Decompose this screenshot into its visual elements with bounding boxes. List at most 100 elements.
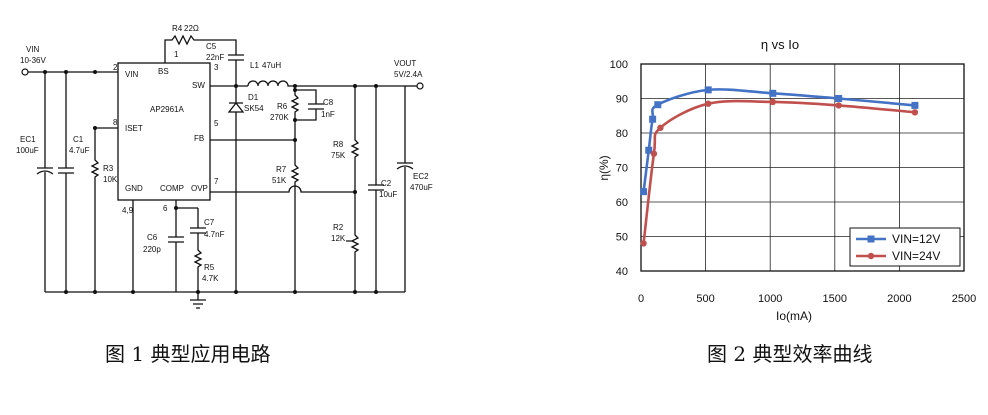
- legend-swatch-marker: [867, 252, 875, 260]
- y-tick-label: 100: [610, 59, 628, 71]
- pin-number-7: 7: [214, 177, 219, 186]
- x-tick-label: 2000: [887, 293, 911, 305]
- r4-value: 22Ω: [184, 24, 199, 33]
- data-point: [769, 98, 776, 106]
- c8-value: 1nF: [321, 110, 335, 119]
- data-point: [835, 95, 843, 102]
- data-point: [640, 240, 647, 247]
- chart-series: [640, 86, 919, 247]
- figure1-caption: 图 1 典型应用电路: [105, 342, 271, 366]
- r8-value: 75K: [331, 151, 346, 160]
- x-tick-label: 0: [638, 293, 644, 305]
- pin-number-1: 1: [174, 50, 179, 59]
- legend-label: VIN=24V: [892, 249, 940, 263]
- series-line-2: [642, 99, 916, 244]
- pin-number-8: 8: [113, 118, 118, 127]
- r2-label: R2: [333, 223, 344, 232]
- c1-value: 4.7uF: [69, 146, 90, 155]
- data-point: [911, 101, 919, 109]
- r3-label: R3: [103, 164, 114, 173]
- data-point: [911, 109, 919, 116]
- x-tick-label: 2500: [952, 293, 976, 305]
- y-tick-label: 90: [616, 94, 628, 106]
- pin-number-4-9: 4,9: [122, 206, 134, 215]
- c5-value: 22nF: [206, 53, 224, 62]
- d1-label: D1: [248, 93, 259, 102]
- c8-label: C8: [323, 98, 334, 107]
- ground-symbol: [190, 292, 206, 309]
- y-axis-label: η(%): [597, 155, 611, 180]
- ic-pin-comp: COMP: [160, 184, 184, 193]
- ic-pin-iset: ISET: [125, 124, 143, 133]
- chart-legend: VIN=12V VIN=24V: [849, 227, 961, 267]
- ic-body: [117, 62, 211, 201]
- y-tick-label: 60: [616, 197, 628, 209]
- c6-value: 220p: [143, 245, 161, 254]
- ic-pin-sw: SW: [192, 81, 205, 90]
- d1-value: SK54: [244, 104, 264, 113]
- c2-label: C2: [381, 179, 392, 188]
- data-point: [769, 89, 777, 97]
- r7-value: 51K: [272, 176, 287, 185]
- c6-label: C6: [147, 233, 158, 242]
- data-point: [640, 188, 648, 196]
- legend-label: VIN=12V: [892, 232, 940, 246]
- l1-label: L1: [250, 61, 259, 70]
- vout-spec: 5V/2.4A: [394, 70, 423, 79]
- ic-pin-fb: FB: [194, 134, 204, 143]
- pin-number-5: 5: [214, 119, 219, 128]
- r6-label: R6: [277, 102, 288, 111]
- y-tick-label: 50: [616, 232, 628, 244]
- data-point: [654, 101, 662, 109]
- ic-pin-vin: VIN: [125, 70, 139, 79]
- pin-number-2: 2: [113, 63, 118, 72]
- data-point: [704, 86, 712, 94]
- y-tick-label: 40: [616, 266, 628, 278]
- ec1-label: EC1: [20, 135, 36, 144]
- ec2-value: 470uF: [410, 183, 433, 192]
- data-point: [645, 146, 653, 154]
- data-point: [704, 100, 712, 107]
- x-tick-label: 1500: [823, 293, 847, 305]
- r6-value: 270K: [270, 113, 289, 122]
- pin-number-3: 3: [214, 63, 219, 72]
- y-tick-label: 80: [616, 128, 628, 140]
- vout-label: VOUT: [394, 59, 416, 68]
- figure2-caption: 图 2 典型效率曲线: [707, 342, 873, 366]
- chart-title: η vs Io: [761, 37, 799, 52]
- plot-area: [640, 63, 965, 272]
- l1-value: 47uH: [262, 61, 281, 70]
- series-line-1: [642, 88, 916, 192]
- r5-value: 4.7K: [202, 274, 219, 283]
- c1-label: C1: [73, 135, 84, 144]
- r2-value: 12K: [331, 234, 346, 243]
- data-point: [835, 102, 842, 109]
- r5-label: R5: [204, 263, 215, 272]
- pin-number-6: 6: [163, 204, 168, 213]
- data-point: [649, 115, 657, 123]
- r8-label: R8: [333, 140, 344, 149]
- ic-name: AP2961A: [150, 105, 184, 114]
- x-tick-label: 500: [696, 293, 714, 305]
- x-axis-label: Io(mA): [776, 309, 812, 323]
- c2-value: 10uF: [379, 190, 397, 199]
- r4-label: R4: [172, 24, 183, 33]
- c5-label: C5: [206, 42, 217, 51]
- vout-terminal: [416, 82, 424, 90]
- vin-range-label: 10-36V: [20, 56, 46, 65]
- ec1-value: 100uF: [16, 146, 39, 155]
- y-tick-label: 70: [616, 163, 628, 175]
- chart-ticks: 0 500 1000 1500 2000 2500 40 50 60 70 80 90 100: [610, 59, 977, 305]
- c7-value: 4.7nF: [204, 230, 225, 239]
- legend-swatch-marker: [867, 235, 875, 243]
- vin-label: VIN: [26, 45, 40, 54]
- r3-value: 10K: [103, 175, 118, 184]
- x-tick-label: 1000: [758, 293, 782, 305]
- r7-label: R7: [276, 165, 287, 174]
- ic-pin-bs: BS: [158, 67, 169, 76]
- ic-pin-ovp: OVP: [191, 184, 208, 193]
- data-point: [657, 124, 664, 132]
- data-point: [650, 150, 658, 157]
